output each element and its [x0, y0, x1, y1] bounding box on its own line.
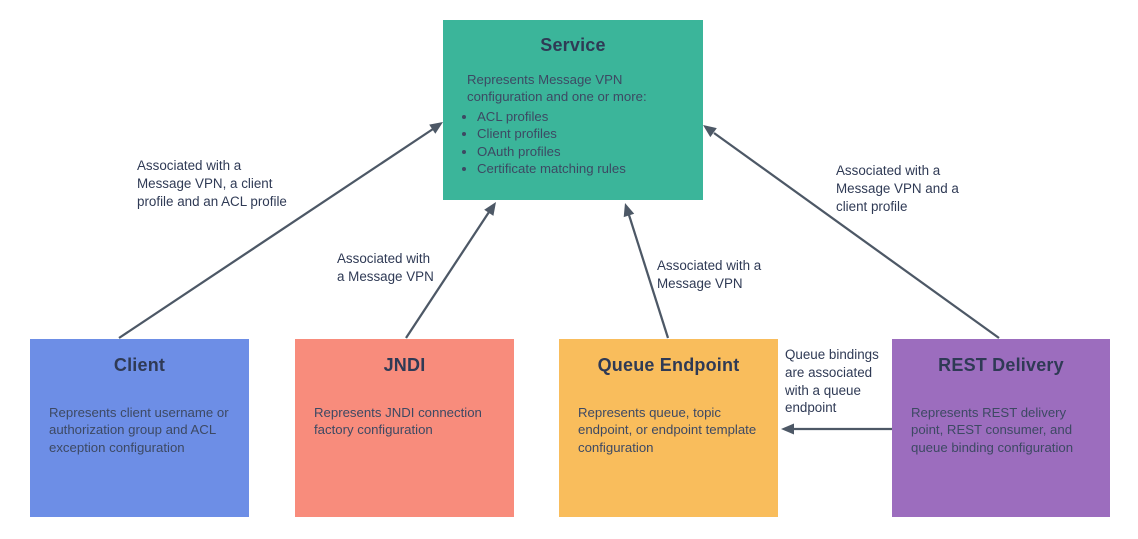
queue-endpoint-description: Represents queue, topic endpoint, or end… [578, 405, 757, 455]
arrow-rest-delivery-to-queue-endpoint [781, 423, 892, 435]
service-bullet: ACL profiles [477, 108, 703, 125]
client-title: Client [113, 355, 166, 375]
edge-label-rest-delivery-to-queue-endpoint: Queue bindings are associated with a que… [785, 347, 879, 416]
node-rest-delivery: REST Delivery Represents REST delivery p… [892, 339, 1110, 517]
service-bullet: OAuth profiles [477, 143, 703, 160]
node-jndi: JNDI Represents JNDI connection factory … [295, 339, 514, 517]
edge-label-jndi-to-service: Associated with a Message VPN [337, 251, 434, 284]
edge-label-queue-endpoint-to-service: Associated with a Message VPN [657, 258, 762, 291]
node-queue-endpoint: Queue Endpoint Represents queue, topic e… [559, 339, 778, 517]
client-description: Represents client username or authorizat… [49, 405, 229, 455]
service-bullet: Certificate matching rules [477, 160, 703, 177]
node-client: Client Represents client username or aut… [30, 339, 249, 517]
arrow-client-to-service [118, 122, 443, 339]
queue-endpoint-title: Queue Endpoint [597, 355, 740, 375]
jndi-description: Represents JNDI connection factory confi… [314, 405, 482, 438]
node-service: Service Represents Message VPN configura… [443, 20, 703, 200]
service-title: Service [540, 35, 606, 55]
arrow-rest-delivery-to-service [703, 125, 1000, 339]
rest-delivery-title: REST Delivery [938, 355, 1064, 375]
service-description: Represents Message VPN configuration and… [467, 72, 647, 105]
service-bullet: Client profiles [477, 125, 703, 142]
jndi-title: JNDI [383, 355, 426, 375]
edge-label-rest-delivery-to-service: Associated with a Message VPN and a clie… [836, 163, 959, 214]
rest-delivery-description: Represents REST delivery point, REST con… [911, 405, 1074, 455]
edge-label-client-to-service: Associated with a Message VPN, a client … [137, 158, 287, 209]
service-bullet-list: ACL profiles Client profiles OAuth profi… [443, 108, 703, 178]
